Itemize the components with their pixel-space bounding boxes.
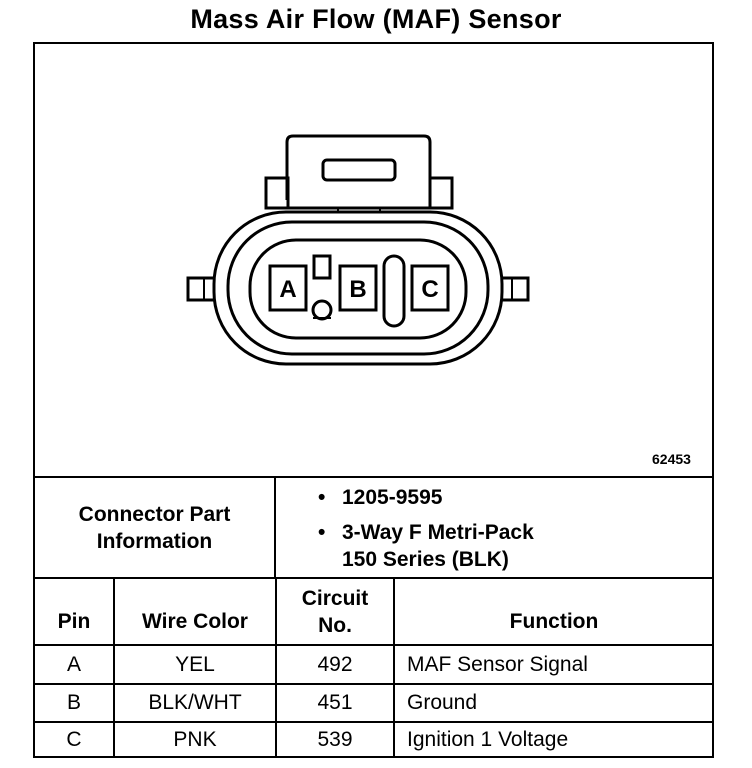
pin-cavity-b (338, 264, 378, 312)
connector-latch (285, 134, 432, 200)
key-slot (312, 254, 332, 280)
table-row-a-pin: A (66, 652, 81, 676)
part-info-label-line1: Connector Part (78, 502, 231, 526)
part-number: 1205-9595 (312, 484, 534, 511)
table-row-b-pin: B (66, 691, 81, 714)
table-row-c-pin: C (66, 727, 82, 751)
table-divider-wire (275, 577, 277, 758)
figure-number: 62453 (652, 451, 691, 467)
table-divider-circuit (393, 577, 395, 758)
pin-cavity-a (268, 264, 308, 312)
header-pin: Pin (57, 610, 91, 633)
table-row-c-circuit: 539 (317, 727, 353, 751)
table-row-a-wire-color: YEL (175, 652, 215, 676)
connector-body-outer (212, 210, 504, 366)
header-wire-color: Wire Color (142, 610, 248, 633)
header-circuit-line1: Circuit (301, 587, 369, 610)
table-divider-info (274, 476, 276, 578)
table-row-c-wire-color: PNK (173, 727, 217, 751)
polarizing-rib (382, 254, 406, 328)
part-info-label-line2: Information (96, 529, 213, 553)
table-border-top (33, 476, 714, 478)
table-border-row-a (33, 683, 714, 685)
connector-shoulder-right (428, 176, 454, 210)
pin-label-c: C (421, 276, 438, 303)
table-row-a-function: MAF Sensor Signal (407, 652, 588, 676)
header-circuit: Circuit No. (277, 580, 393, 644)
connector-shoulder-left (264, 176, 290, 210)
page-title: Mass Air Flow (MAF) Sensor (190, 4, 562, 34)
table-row-b-wire-color: BLK/WHT (148, 691, 242, 714)
table-border-row-b (33, 721, 714, 723)
table-row-c-function: Ignition 1 Voltage (407, 727, 569, 751)
part-info-values: 1205-9595 3-Way F Metri-Pack 150 Series … (312, 484, 534, 573)
connector-body-inner (226, 220, 490, 356)
table-row-b-function: Ground (407, 691, 478, 714)
pin-label-b: B (349, 276, 366, 303)
pin-cavity-c (410, 264, 450, 312)
diagram-frame (33, 42, 714, 758)
table-border-info-bottom (33, 577, 714, 579)
latch-slot (321, 158, 397, 182)
part-description-line2: 150 Series (BLK) (342, 548, 509, 571)
header-function: Function (509, 610, 599, 633)
table-divider-pin (113, 577, 115, 758)
side-tab-left (186, 276, 218, 302)
pin-label-a: A (279, 276, 296, 303)
table-border-header-bottom (33, 644, 714, 646)
connector-cavity (248, 238, 468, 340)
part-description-line1: 3-Way F Metri-Pack (312, 519, 534, 546)
part-info-label: Connector Part Information (35, 478, 274, 577)
header-circuit-line2: No. (318, 614, 352, 637)
table-row-b-circuit: 451 (317, 691, 353, 714)
side-tab-right (498, 276, 530, 302)
table-row-a-circuit: 492 (317, 652, 353, 676)
